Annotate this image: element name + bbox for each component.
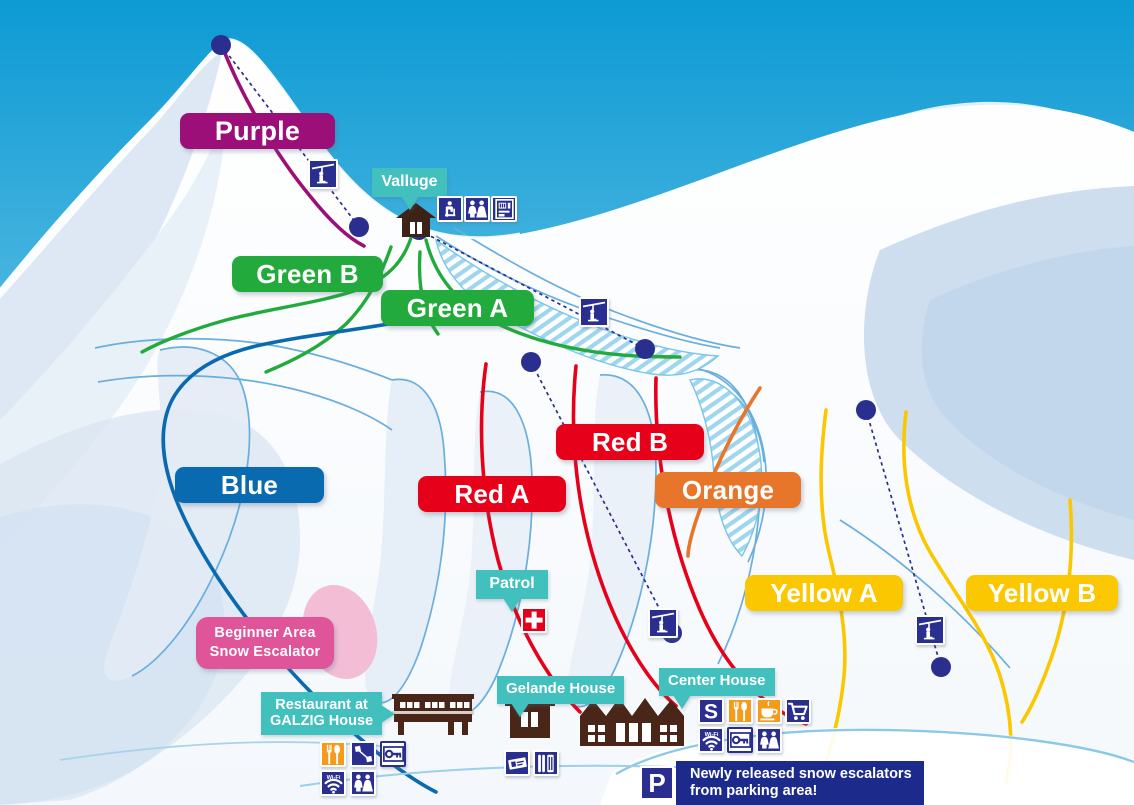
- locker-icon[interactable]: [380, 741, 406, 767]
- ski-school-icon[interactable]: S: [698, 698, 724, 724]
- callout-pointer: [381, 704, 396, 723]
- restaurant-icon[interactable]: [320, 741, 346, 767]
- promo-text: Newly released snow escalators from park…: [676, 761, 924, 805]
- wifi-icon[interactable]: Wi-Fi: [698, 727, 724, 753]
- parking-icon: P: [640, 766, 674, 801]
- valluge-building: [396, 203, 436, 242]
- galzig-house-building: [392, 692, 474, 741]
- trail-line-purple: [220, 44, 366, 248]
- svg-text:Wi-Fi: Wi-Fi: [704, 732, 718, 738]
- callout-pointer: [503, 597, 521, 612]
- trail-label-red-a[interactable]: Red A: [418, 476, 566, 512]
- callout-galzig[interactable]: Restaurant at GALZIG House: [261, 692, 396, 736]
- trail-line-red-a: [479, 362, 582, 714]
- first-aid-icon[interactable]: [521, 607, 547, 633]
- trail-label-yellow-b[interactable]: Yellow B: [966, 575, 1118, 611]
- callout-pointer: [673, 694, 691, 709]
- callout-valluge[interactable]: Valluge: [372, 168, 447, 210]
- cafe-icon[interactable]: [756, 698, 782, 724]
- center-house-building: [580, 694, 684, 751]
- locker-icon[interactable]: [727, 727, 753, 753]
- chairlift-icon[interactable]: [308, 159, 338, 189]
- callout-patrol[interactable]: Patrol: [476, 570, 548, 612]
- chairlift-icon[interactable]: [579, 297, 609, 327]
- callout-label: Center House: [668, 672, 766, 689]
- callout-label: Valluge: [381, 173, 438, 190]
- trail-label-red-b[interactable]: Red B: [556, 424, 704, 460]
- callout-label: Restaurant at GALZIG House: [270, 697, 374, 730]
- beginner-area-label[interactable]: Beginner Area Snow Escalator: [196, 617, 334, 669]
- trail-label-yellow-a[interactable]: Yellow A: [745, 575, 903, 611]
- trail-label-green-a[interactable]: Green A: [381, 290, 534, 326]
- vending-icon[interactable]: [491, 196, 517, 222]
- callout-label: Gelande House: [506, 680, 616, 697]
- restroom-icon[interactable]: [756, 727, 782, 753]
- callout-gelande[interactable]: Gelande House: [497, 676, 625, 717]
- promo-banner[interactable]: P Newly released snow escalators from pa…: [640, 761, 924, 805]
- svg-text:Wi-Fi: Wi-Fi: [326, 775, 340, 781]
- ticket-icon[interactable]: [504, 750, 530, 776]
- callout-pointer: [511, 702, 529, 717]
- shop-icon[interactable]: [785, 698, 811, 724]
- chairlift-icon[interactable]: [915, 615, 945, 645]
- rest-area-icon[interactable]: [437, 196, 463, 222]
- trail-line-yellow-b: [902, 410, 1074, 784]
- restroom-icon[interactable]: [464, 196, 490, 222]
- gondola-icon[interactable]: [350, 741, 376, 767]
- restaurant-icon[interactable]: [727, 698, 753, 724]
- trail-label-purple[interactable]: Purple: [180, 113, 335, 149]
- trail-label-blue[interactable]: Blue: [175, 467, 324, 503]
- ski-rental-icon[interactable]: [533, 750, 559, 776]
- svg-text:S: S: [704, 700, 718, 722]
- trail-label-orange[interactable]: Orange: [655, 472, 801, 508]
- chairlift-icon[interactable]: [648, 608, 678, 638]
- callout-label: Patrol: [489, 575, 535, 592]
- callout-center[interactable]: Center House: [659, 668, 775, 709]
- wifi-icon[interactable]: Wi-Fi: [320, 770, 346, 796]
- callout-pointer: [400, 195, 419, 210]
- trail-label-green-b[interactable]: Green B: [232, 256, 383, 292]
- restroom-icon[interactable]: [350, 770, 376, 796]
